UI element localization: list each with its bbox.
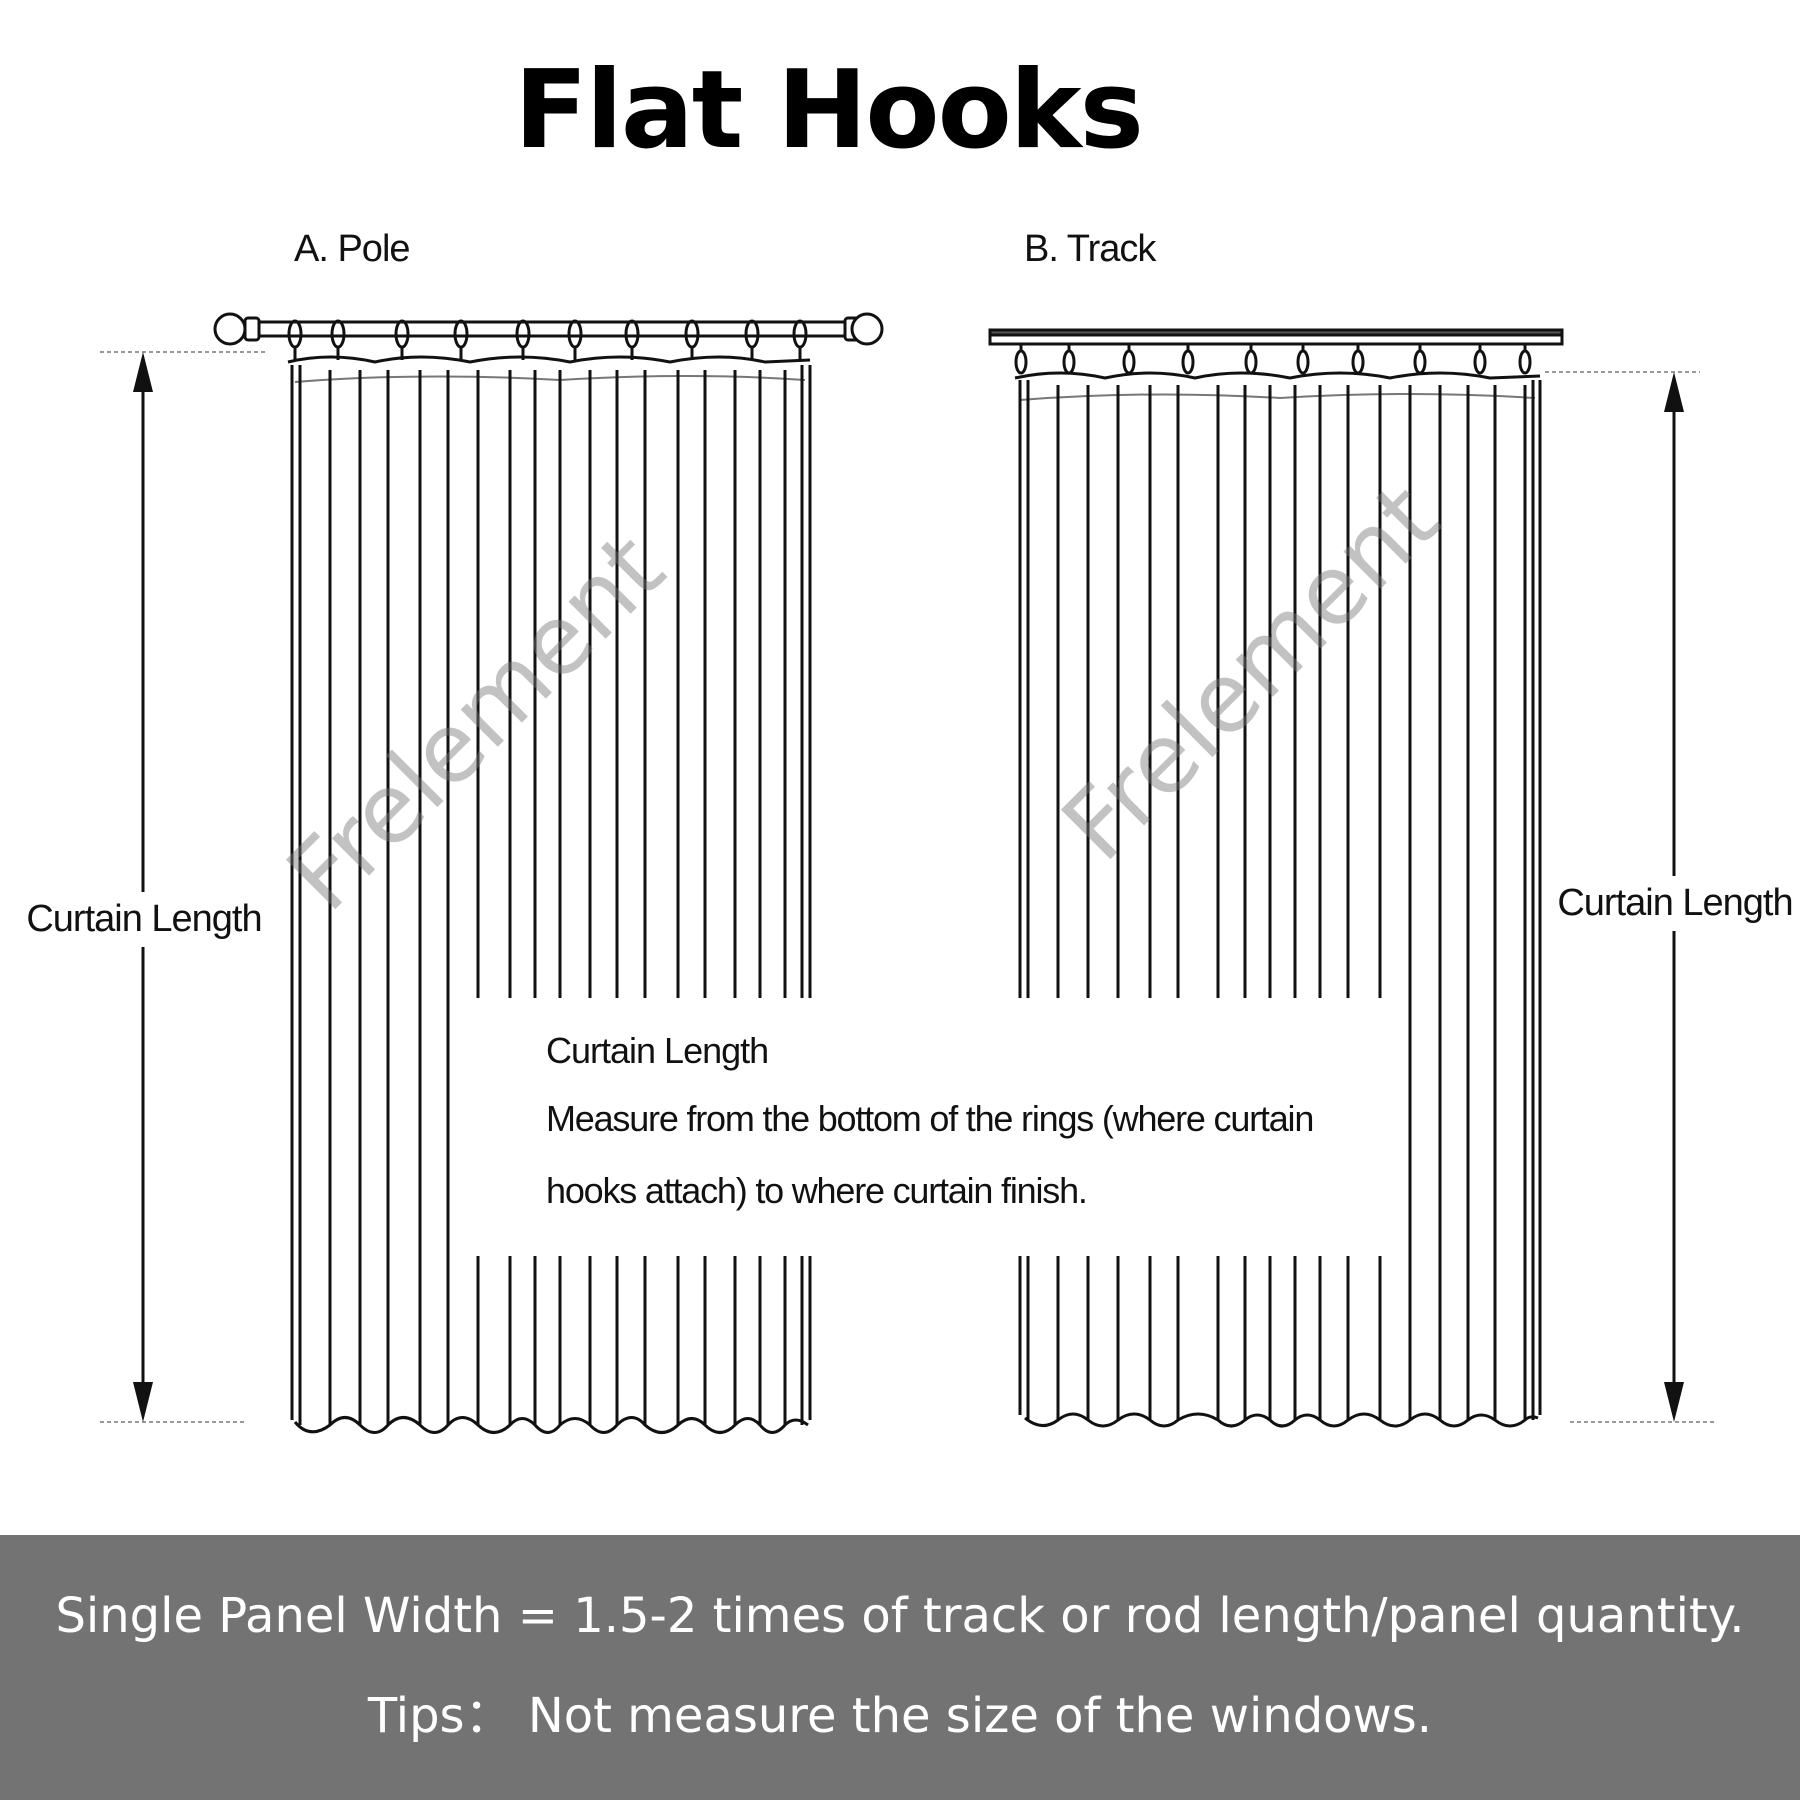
curtain-length-label-right: Curtain Length <box>1545 876 1800 931</box>
curtain-length-label-left: Curtain Length <box>14 892 274 947</box>
info-box-line-1: Measure from the bottom of the rings (wh… <box>546 1098 1314 1139</box>
curtain-pole <box>213 312 884 346</box>
page-title: Flat Hooks <box>514 48 1144 173</box>
info-box-line-2: hooks attach) to where curtain finish. <box>546 1170 1088 1211</box>
measurement-info-box <box>458 998 1408 1256</box>
track-section-label: B. Track <box>1024 228 1156 270</box>
track-rings <box>1014 344 1532 375</box>
info-box-title: Curtain Length <box>546 1030 769 1071</box>
measurement-tip: Tips： Not measure the size of the window… <box>367 1688 1433 1744</box>
bottom-info-banner <box>0 1535 1800 1800</box>
left-dimension-arrow <box>100 351 265 1423</box>
right-curtain <box>1014 371 1542 1428</box>
panel-width-formula: Single Panel Width = 1.5-2 times of trac… <box>55 1588 1745 1644</box>
pole-section-label: A. Pole <box>294 228 411 270</box>
curtain-track <box>988 328 1564 346</box>
